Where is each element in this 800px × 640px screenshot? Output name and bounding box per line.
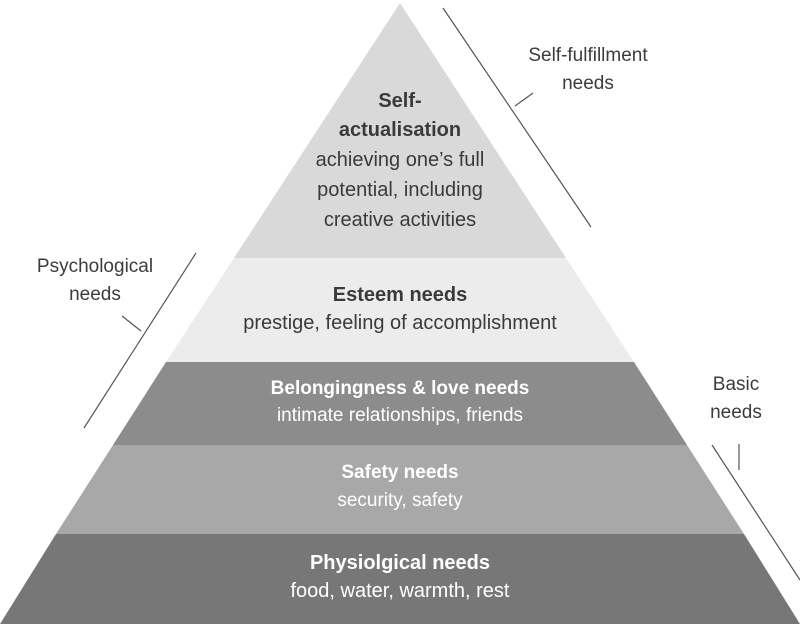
bracket-psychological-tick [121,315,142,332]
level-title: Safety needs [341,462,459,483]
group-label-self-fulfillment: Self-fulfillment needs [498,42,678,98]
group-label-basic: Basic needs [688,371,784,427]
group-label-psychological: Psychological needs [10,253,180,309]
level-self-actualisation: Self- actualisation achieving one’s full… [0,87,800,235]
level-description: prestige, feeling of accomplishment [243,312,557,334]
bracket-self-fulfillment [442,7,592,228]
group-label-line: Self-fulfillment [528,45,648,66]
level-title: Self- [378,90,422,112]
level-physiological-band [0,534,800,624]
level-title: actualisation [338,119,462,141]
level-title: Belongingness & love needs [270,378,530,399]
level-description: potential, including [317,179,483,201]
level-title: Esteem needs [332,284,468,306]
level-self-actualisation-band [234,3,566,258]
level-title: Physiolgical needs [309,552,491,574]
level-belongingness: Belongingness & love needs intimate rela… [0,375,800,429]
bracket-basic [711,444,800,581]
group-label-line: Basic [712,374,760,395]
group-label-line: needs [69,284,121,305]
bracket-self-fulfillment-tick [514,92,534,107]
level-esteem: Esteem needs prestige, feeling of accomp… [0,281,800,337]
level-description: food, water, warmth, rest [290,580,510,602]
level-safety-band [56,445,744,534]
level-safety: Safety needs security, safety [0,459,800,515]
level-description: achieving one’s full [315,149,485,171]
group-label-line: Psychological [36,256,154,277]
level-esteem-band [166,258,634,362]
group-label-line: needs [562,73,614,94]
level-description: security, safety [337,490,463,511]
group-label-line: needs [710,402,762,423]
bracket-psychological [83,252,197,429]
level-description: intimate relationships, friends [276,405,524,426]
level-description: creative activities [323,209,477,231]
level-physiological: Physiolgical needs food, water, warmth, … [0,549,800,605]
level-belongingness-band [113,362,687,445]
